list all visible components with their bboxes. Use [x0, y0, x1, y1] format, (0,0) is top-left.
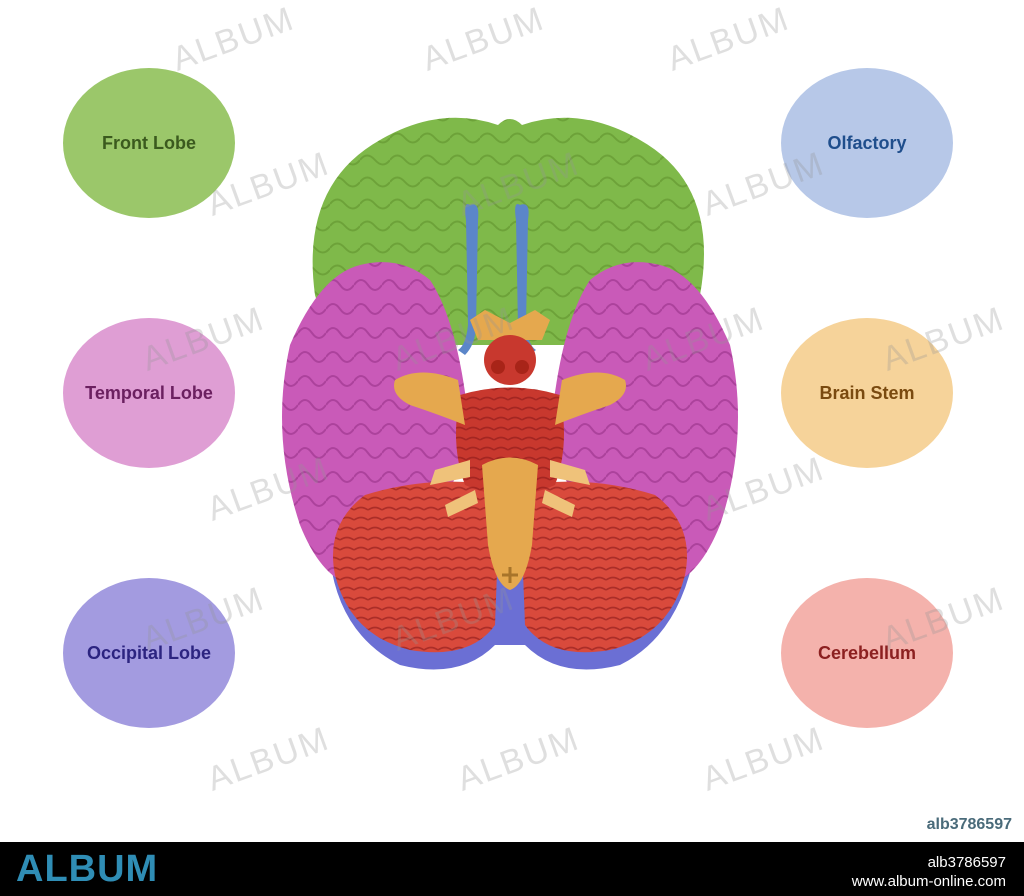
- legend-front-lobe-label: Front Lobe: [102, 132, 196, 153]
- legend-cerebellum: Cerebellum: [781, 578, 953, 728]
- legend-front-lobe: Front Lobe: [63, 68, 235, 218]
- legend-temporal-lobe: Temporal Lobe: [63, 318, 235, 468]
- olfactory-tract-left: [458, 204, 479, 355]
- footer-bar: ALBUM alb3786597 www.album-online.com: [0, 842, 1024, 896]
- legend-cerebellum-label: Cerebellum: [817, 642, 917, 663]
- legend-occipital-lobe-label: Occipital Lobe: [86, 642, 212, 663]
- watermark-text: ALBUM: [417, 0, 550, 79]
- legend-occipital-lobe: Occipital Lobe: [63, 578, 235, 728]
- watermark-text: ALBUM: [202, 719, 335, 799]
- watermark-text: ALBUM: [167, 0, 300, 79]
- image-id-label: alb3786597: [926, 816, 1012, 833]
- legend-olfactory-label: Olfactory: [827, 132, 907, 153]
- watermark-text: ALBUM: [697, 719, 830, 799]
- diagram-canvas: Front Lobe Temporal Lobe Occipital Lobe …: [63, 0, 1012, 833]
- brain-illustration: [282, 117, 738, 670]
- legend-brain-stem: Brain Stem: [781, 318, 953, 468]
- album-logo[interactable]: ALBUM: [16, 848, 159, 890]
- olfactory-tract-right: [515, 204, 536, 355]
- watermark-text: ALBUM: [662, 0, 795, 79]
- watermark-text: ALBUM: [452, 719, 585, 799]
- brain-stem-structures: [394, 310, 626, 590]
- footer-url[interactable]: www.album-online.com: [851, 873, 1006, 890]
- legend-brain-stem-label: Brain Stem: [819, 382, 915, 403]
- legend-temporal-lobe-label: Temporal Lobe: [85, 382, 213, 403]
- legend-olfactory: Olfactory: [781, 68, 953, 218]
- footer-image-id: alb3786597: [927, 854, 1006, 871]
